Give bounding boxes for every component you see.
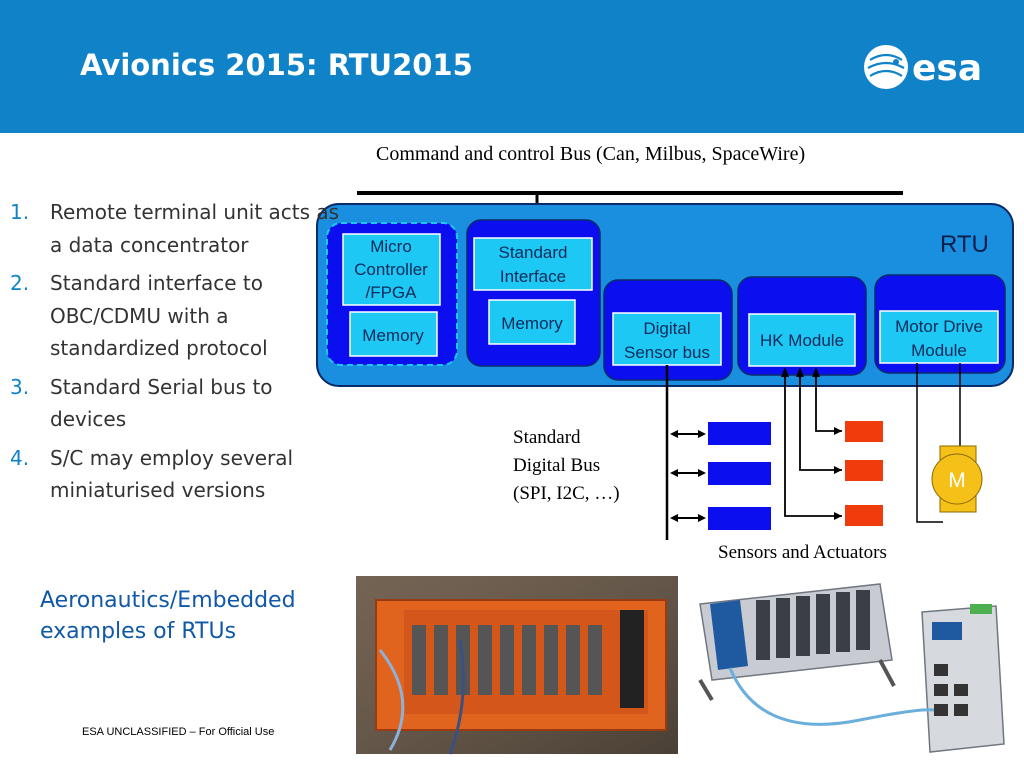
- sensor-connections: [670, 430, 706, 522]
- esa-logo: esa: [864, 45, 982, 89]
- rtu-label: RTU: [940, 231, 989, 258]
- list-text: S/C may employ several miniaturised vers…: [50, 445, 294, 503]
- list-text: Standard interface to OBC/CDMU with a st…: [50, 271, 268, 360]
- command-bus-label: Command and control Bus (Can, Milbus, Sp…: [376, 143, 806, 165]
- motor-drive-line-2: Module: [911, 341, 967, 360]
- memory-label-2: Memory: [501, 314, 563, 333]
- micro-controller-box: [342, 233, 441, 306]
- list-number: 2.: [10, 271, 30, 295]
- list-text: Standard Serial bus to devices: [50, 374, 273, 432]
- rtu-photo-rack: [356, 576, 678, 755]
- actuator-box-3: [845, 505, 883, 526]
- classification-footer: ESA UNCLASSIFIED – For Official Use: [82, 726, 275, 738]
- esa-logo-text: esa: [912, 48, 982, 89]
- list-item: 4. S/C may employ several miniaturised ve…: [10, 442, 340, 507]
- header-bar: Avionics 2015: RTU2015 esa: [0, 0, 1024, 133]
- examples-subtitle: Aeronautics/Embedded examples of RTUs: [40, 588, 296, 644]
- list-item: 2. Standard interface to OBC/CDMU with a …: [10, 267, 340, 365]
- digital-bus-label-1: Standard: [513, 427, 581, 448]
- list-number: 1.: [10, 200, 30, 224]
- hk-module-box: [748, 313, 856, 367]
- actuator-box-2: [845, 460, 883, 481]
- sensor-box-1: [708, 422, 771, 445]
- standard-interface-box: [473, 237, 593, 291]
- hk-module-label: HK Module: [760, 331, 844, 350]
- motor-connections: [916, 363, 961, 523]
- motor-drive-box: [879, 310, 999, 364]
- motor-symbol: [931, 453, 983, 505]
- digital-bus-label-2: Digital Bus: [513, 455, 600, 476]
- list-item: 3. Standard Serial bus to devices: [10, 371, 340, 436]
- actuator-box-1: [845, 421, 883, 442]
- hk-connections: [784, 375, 842, 517]
- sensors-actuators-label: Sensors and Actuators: [718, 542, 887, 563]
- feature-list: 1. Remote terminal unit acts as a data co…: [10, 196, 340, 513]
- list-number: 3.: [10, 374, 30, 399]
- memory-box-1: [349, 311, 438, 357]
- list-item: 1. Remote terminal unit acts as a data co…: [10, 196, 340, 261]
- motor-drive-line-1: Motor Drive: [895, 317, 983, 336]
- sensor-box-2: [708, 462, 771, 485]
- list-text: Remote terminal unit acts as a data conc…: [50, 200, 340, 257]
- micro-controller-line-1: Micro: [370, 237, 412, 256]
- digital-bus-label-3: (SPI, I2C, …): [513, 483, 620, 504]
- rtu-photo-chassis: [680, 576, 1024, 754]
- digital-sensor-line-2: Sensor bus: [624, 343, 710, 362]
- micro-controller-line-2: Controller: [354, 260, 428, 279]
- slide-title: Avionics 2015: RTU2015: [80, 48, 473, 82]
- memory-box-2: [488, 299, 576, 345]
- standard-interface-line-1: Standard: [499, 243, 568, 262]
- digital-sensor-box: [612, 312, 722, 366]
- motor-label: M: [948, 469, 966, 492]
- standard-interface-line-2: Interface: [500, 267, 566, 286]
- micro-controller-line-3: /FPGA: [365, 283, 417, 302]
- digital-sensor-line-1: Digital: [643, 319, 690, 338]
- sensor-box-3: [708, 507, 771, 530]
- list-number: 4.: [10, 445, 30, 470]
- memory-label-1: Memory: [362, 326, 424, 345]
